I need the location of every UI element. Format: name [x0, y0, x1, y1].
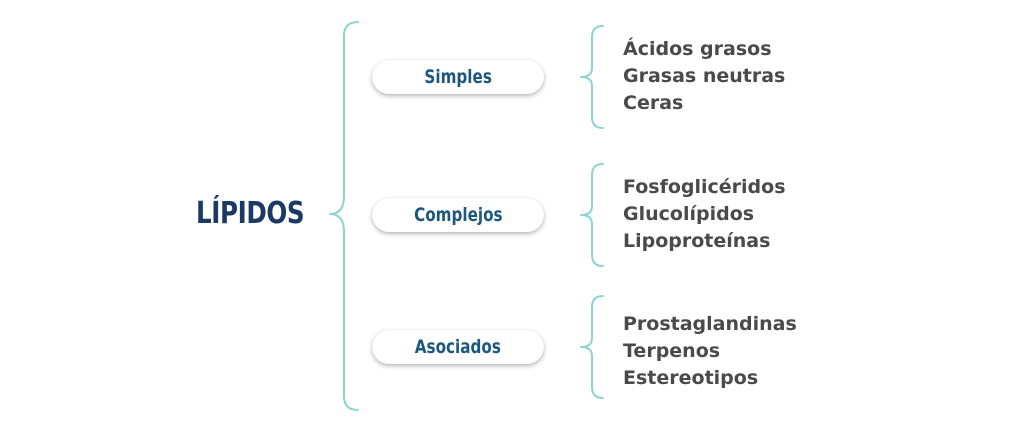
list-item: Estereotipos	[623, 367, 759, 389]
brace-complejos	[580, 163, 604, 267]
brace-asociados	[580, 295, 604, 399]
list-item: Ceras	[623, 92, 684, 114]
category-label: Simples	[424, 66, 492, 88]
list-item: Lipoproteínas	[623, 230, 771, 252]
list-item: Prostaglandinas	[623, 313, 797, 335]
category-label: Asociados	[414, 336, 502, 358]
item-list-simples: Ácidos grasos Grasas neutras Ceras	[623, 36, 785, 117]
category-pill-complejos: Complejos	[372, 198, 544, 232]
list-item: Terpenos	[623, 340, 721, 362]
item-list-asociados: Prostaglandinas Terpenos Estereotipos	[623, 311, 797, 392]
list-item: Grasas neutras	[623, 65, 786, 87]
category-pill-asociados: Asociados	[372, 330, 544, 364]
item-list-complejos: Fosfoglicéridos Glucolípidos Lipoproteín…	[623, 174, 786, 255]
diagram-title: LÍPIDOS	[196, 196, 305, 231]
brace-simples	[580, 25, 604, 129]
list-item: Fosfoglicéridos	[623, 176, 786, 198]
list-item: Ácidos grasos	[623, 38, 772, 60]
main-brace	[329, 21, 359, 411]
list-item: Glucolípidos	[623, 203, 755, 225]
category-label: Complejos	[413, 204, 503, 226]
category-pill-simples: Simples	[372, 60, 544, 94]
